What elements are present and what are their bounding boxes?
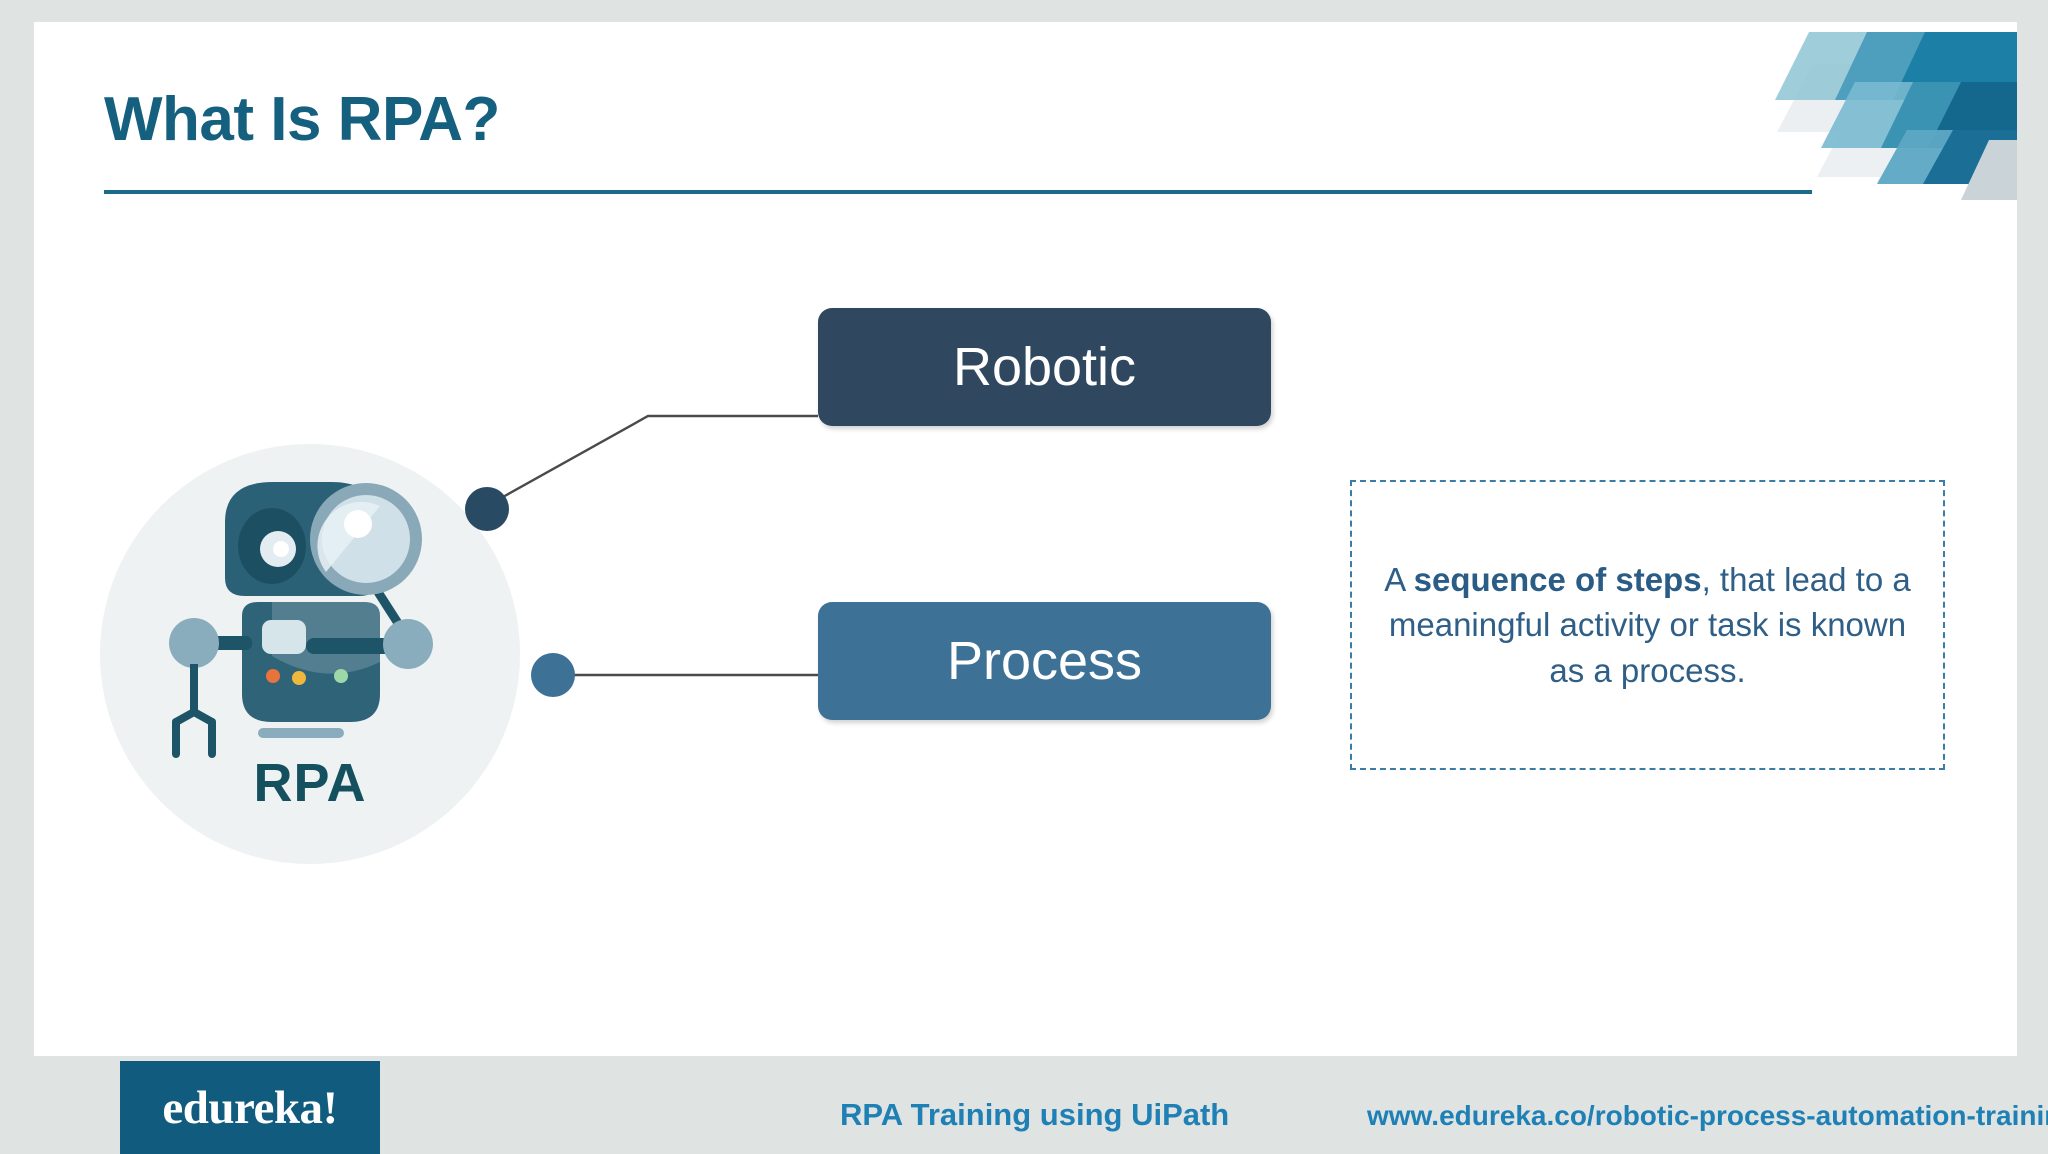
definition-prefix: A bbox=[1384, 560, 1414, 598]
definition-text: A sequence of steps, that lead to a mean… bbox=[1375, 557, 1920, 694]
page-title: What Is RPA? bbox=[104, 85, 500, 154]
definition-suffix: , that lead to a meaningful activity or … bbox=[1388, 560, 1911, 689]
title-underline bbox=[104, 190, 1812, 194]
footer-course-title: RPA Training using UiPath bbox=[840, 1097, 1230, 1132]
slide-canvas: What Is RPA? bbox=[34, 22, 2017, 1075]
definition-bold: sequence of steps bbox=[1413, 560, 1702, 598]
rpa-illustration-label: RPA bbox=[253, 753, 367, 813]
node-robotic[interactable]: Robotic bbox=[818, 308, 1271, 426]
edureka-logo[interactable]: edureka! bbox=[120, 1061, 380, 1154]
rpa-robot-icon bbox=[169, 482, 433, 758]
connector-dot-robotic bbox=[465, 487, 509, 531]
connector-dot-process bbox=[531, 653, 575, 697]
node-process[interactable]: Process bbox=[818, 602, 1271, 720]
node-robotic-label: Robotic bbox=[952, 337, 1137, 397]
edureka-logo-text: edureka! bbox=[162, 1081, 338, 1134]
corner-decoration bbox=[1775, 32, 2017, 200]
footer-url[interactable]: www.edureka.co/robotic-process-automatio… bbox=[1367, 1100, 2048, 1131]
definition-callout: A sequence of steps, that lead to a mean… bbox=[1350, 480, 1945, 770]
node-process-label: Process bbox=[946, 631, 1143, 691]
